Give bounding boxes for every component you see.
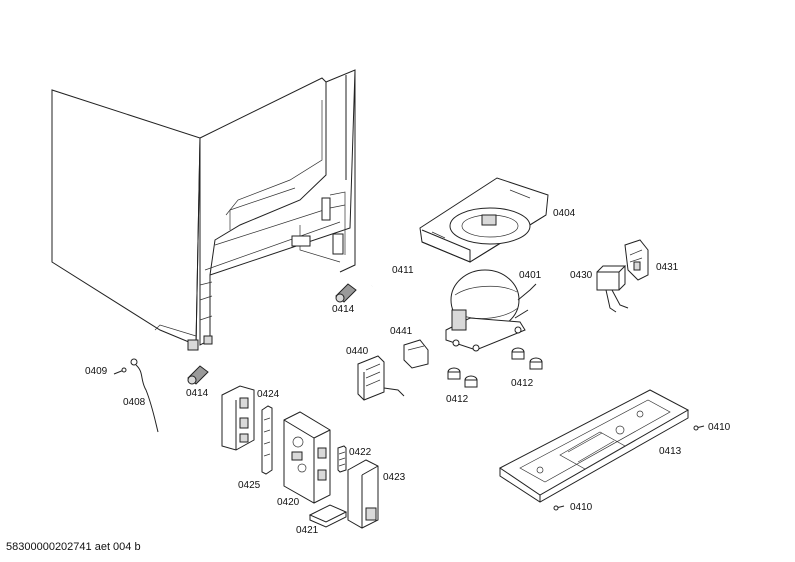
label-0440: 0440 [346, 346, 369, 357]
part-0422-terminal [337, 445, 347, 473]
part-0440-box [357, 355, 405, 401]
label-0430: 0430 [570, 270, 593, 281]
label-0409: 0409 [85, 366, 108, 377]
part-0425-strip [261, 405, 273, 475]
label-0412-left: 0412 [446, 394, 469, 405]
label-0421: 0421 [296, 525, 319, 536]
label-0414-top: 0414 [332, 304, 355, 315]
label-0413: 0413 [659, 446, 682, 457]
part-0423-cover [347, 459, 379, 529]
label-0408: 0408 [123, 397, 146, 408]
part-0410-screws [553, 425, 705, 511]
label-0420: 0420 [277, 497, 300, 508]
part-0413-base-plate [499, 389, 690, 503]
refrigerator-cabinet [51, 69, 356, 351]
part-0421-clip [308, 504, 348, 528]
label-0414-bottom: 0414 [186, 388, 209, 399]
label-0410-bottom: 0410 [570, 502, 593, 513]
part-0424-holder [221, 385, 255, 451]
label-0425: 0425 [238, 480, 261, 491]
label-0411: 0411 [392, 265, 414, 276]
label-0424: 0424 [257, 389, 280, 400]
label-0423: 0423 [383, 472, 406, 483]
part-0414-damper-top [335, 283, 357, 303]
label-0412-right: 0412 [511, 378, 534, 389]
part-0412-grommets [447, 347, 543, 388]
part-0420-control-module [283, 411, 331, 504]
part-0431-bracket [624, 239, 649, 281]
label-0401: 0401 [519, 270, 542, 281]
part-0411-hose [366, 257, 428, 303]
part-labels: 0404 0411 0401 0430 0431 0414 0441 0440 … [85, 208, 731, 536]
label-0441: 0441 [390, 326, 413, 337]
part-0430-relay [596, 265, 629, 313]
part-0409-screw [113, 367, 127, 375]
label-0431: 0431 [656, 262, 679, 273]
part-0408-cable [130, 358, 159, 433]
part-0404-drip-tray [419, 177, 549, 263]
document-id: 58300000202741 aet 004 b [6, 541, 141, 553]
label-0422: 0422 [349, 447, 372, 458]
part-0441-clip [403, 339, 429, 369]
label-0410-top: 0410 [708, 422, 731, 433]
part-0401-compressor [445, 269, 537, 352]
part-0414-damper-bottom [187, 365, 209, 385]
label-0404: 0404 [553, 208, 576, 219]
